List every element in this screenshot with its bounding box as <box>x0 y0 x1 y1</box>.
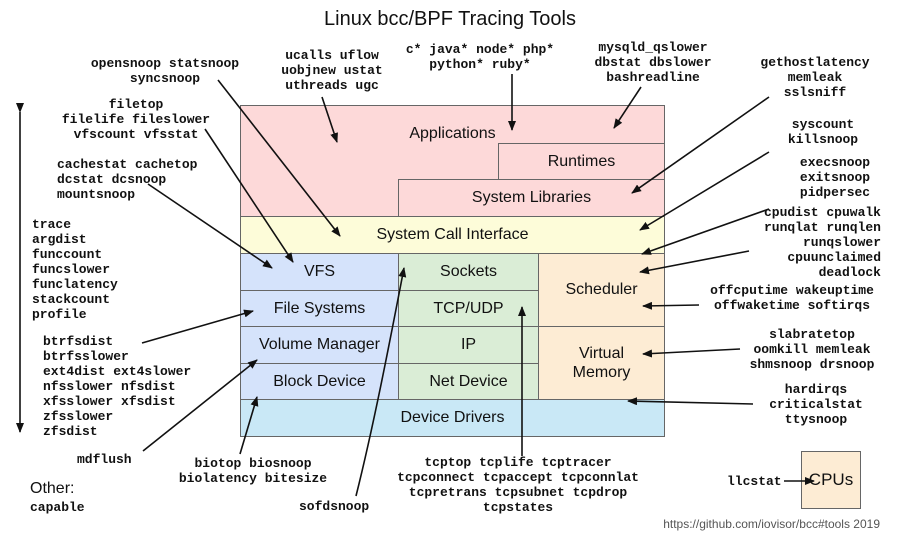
cpus-label: CPUs <box>808 470 854 489</box>
tools-execsnoop: execsnoop exitsnoop pidpersec <box>799 155 871 200</box>
other-label: Other: <box>30 480 75 497</box>
runtimes-label: Runtimes <box>547 152 616 170</box>
arrow-syscount <box>639 151 770 231</box>
tools-cachestat: cachestat cachetop dcstat dcsnoop mounts… <box>57 157 198 202</box>
block-device-label: Block Device <box>273 372 366 390</box>
scheduler-label: Scheduler <box>565 281 638 298</box>
arrow-mysql <box>613 86 642 129</box>
tools-ucalls: ucalls uflow uobjnew ustat uthreads ugc <box>281 48 383 93</box>
cpus-box: CPUs <box>801 451 861 509</box>
tools-btrfsdist: btrfsdist btrfsslower ext4dist ext4slowe… <box>43 334 192 439</box>
sockets-label: Sockets <box>440 263 497 280</box>
arrow-hardirqs <box>627 397 754 406</box>
volume-manager-label: Volume Manager <box>259 336 380 353</box>
diagram-title: Linux bcc/BPF Tracing Tools <box>324 8 576 30</box>
tools-offcputime: offcputime wakeuptime offwaketime softir… <box>710 283 874 313</box>
arrow-execsnoop <box>641 208 770 255</box>
arrow-cachestat <box>147 183 273 269</box>
system-call-interface-layer: System Call Interface <box>240 216 665 254</box>
arrow-biotop <box>239 396 259 455</box>
tools-llcstat: llcstat <box>727 474 782 489</box>
tcp-udp-label: TCP/UDP <box>433 299 504 317</box>
arrow-filetop <box>204 128 294 263</box>
net-device-label: Net Device <box>429 372 508 390</box>
vfs-label: VFS <box>303 263 336 280</box>
net-device-layer: Net Device <box>398 363 539 400</box>
arrow-opensnoop <box>217 79 341 237</box>
tools-filetop: filetop filelife fileslower vfscount vfs… <box>61 97 211 142</box>
arrow-slabratetop <box>642 348 741 358</box>
tools-hardirqs: hardirqs criticalstat ttysnoop <box>769 382 863 427</box>
tools-gethostlatency: gethostlatency memleak sslsniff <box>760 55 870 100</box>
tools-slabratetop: slabratetop oomkill memleak shmsnoop drs… <box>749 327 875 372</box>
tools-biotop: biotop biosnoop biolatency bitesize <box>178 456 328 486</box>
tools-opensnoop: opensnoop statsnoop syncsnoop <box>90 56 240 86</box>
file-systems-layer: File Systems <box>240 290 399 327</box>
tcp-udp-layer: TCP/UDP <box>398 290 539 327</box>
block-device-layer: Block Device <box>240 363 399 400</box>
vfs-layer: VFS <box>240 253 399 291</box>
system-call-interface-label: System Call Interface <box>376 226 529 243</box>
tools-capable: capable <box>30 500 85 515</box>
tools-tcptop: tcptop tcplife tcptracer tcpconnect tcpa… <box>397 455 639 515</box>
tools-syscount: syscount killsnoop <box>787 117 859 147</box>
device-drivers-label: Device Drivers <box>400 409 505 426</box>
ip-label: IP <box>460 336 477 353</box>
tools-trace: trace argdist funccount funcslower funcl… <box>32 217 118 322</box>
volume-manager-layer: Volume Manager <box>240 326 399 364</box>
tools-mysql: mysqld_qslower dbstat dbslower bashreadl… <box>594 40 712 85</box>
runtimes-layer: Runtimes <box>498 143 665 180</box>
arrow-btrfsdist <box>141 309 254 344</box>
applications-label: Applications <box>409 125 496 142</box>
arrow-gethostlatency <box>631 96 770 194</box>
arrow-sofdsnoop <box>355 267 407 497</box>
arrow-ucalls <box>321 96 338 143</box>
tools-sofdsnoop: sofdsnoop <box>299 499 370 514</box>
tools-cpudist: cpudist cpuwalk runqlat runqlen runqslow… <box>763 205 881 280</box>
tools-langs: c* java* node* php* python* ruby* <box>405 42 555 72</box>
arrow-mdflush <box>142 359 258 452</box>
tools-mdflush: mdflush <box>77 452 132 467</box>
virtual-memory-label: Virtual Memory <box>572 345 631 381</box>
file-systems-label: File Systems <box>273 299 366 317</box>
source-footer: https://github.com/iovisor/bcc#tools 201… <box>663 517 880 531</box>
arrow-cpudist <box>639 250 750 275</box>
arrow-offcputime <box>642 301 700 310</box>
scheduler-layer: Scheduler <box>538 253 665 327</box>
system-libraries-label: System Libraries <box>471 189 592 206</box>
device-drivers-layer: Device Drivers <box>240 399 665 437</box>
